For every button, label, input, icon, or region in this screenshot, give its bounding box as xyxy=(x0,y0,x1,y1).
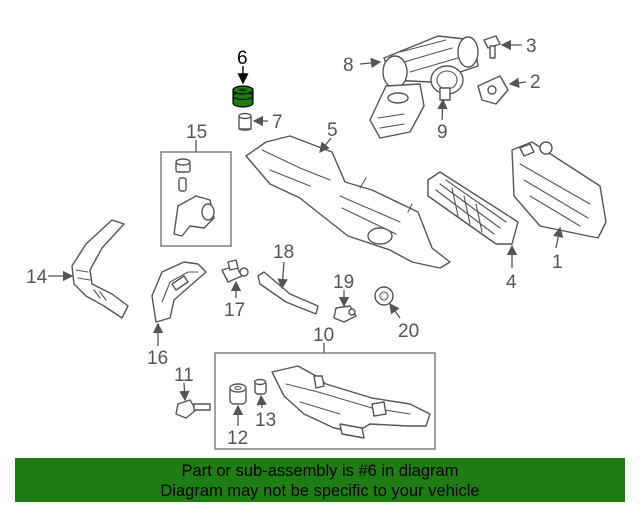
banner-line-2: Diagram may not be specific to your vehi… xyxy=(160,482,480,500)
callout-1: 1 xyxy=(552,252,563,273)
callout-4: 4 xyxy=(506,272,517,293)
leader-lines xyxy=(48,39,564,426)
part-3-bolt[interactable] xyxy=(483,35,501,59)
parts-diagram: 1 2 3 4 5 6 7 8 9 10 11 12 13 14 15 16 1… xyxy=(26,35,607,450)
callout-11: 11 xyxy=(174,365,194,386)
part-6-grommet[interactable] xyxy=(232,85,254,108)
part-2-sensor[interactable] xyxy=(477,75,509,105)
callout-7: 7 xyxy=(272,112,283,133)
part-18-hose[interactable] xyxy=(257,271,319,315)
callout-5: 5 xyxy=(327,120,338,141)
part-20-grommet[interactable] xyxy=(374,286,394,306)
part-14-hose[interactable] xyxy=(71,219,129,319)
callout-14: 14 xyxy=(26,267,48,288)
part-10-intake-duct[interactable] xyxy=(271,365,431,439)
part-11-bolt[interactable] xyxy=(175,399,211,419)
info-banner: Part or sub-assembly is #6 in diagram Di… xyxy=(15,458,625,502)
callout-2: 2 xyxy=(530,72,541,93)
callout-16: 16 xyxy=(147,348,168,369)
callout-17: 17 xyxy=(224,300,245,321)
callout-20: 20 xyxy=(398,321,419,342)
callout-8: 8 xyxy=(343,55,354,76)
part-13-sleeve[interactable] xyxy=(253,378,267,395)
part-17-fitting[interactable] xyxy=(221,259,249,283)
part-12-bushing[interactable] xyxy=(229,383,247,405)
callout-12: 12 xyxy=(227,428,248,449)
part-8-intake-housing[interactable] xyxy=(369,35,479,139)
callout-15: 15 xyxy=(186,122,207,143)
callout-13: 13 xyxy=(255,410,276,431)
part-5-air-box-upper[interactable] xyxy=(245,135,451,269)
part-1-air-box-lower[interactable] xyxy=(511,141,607,239)
assembly-box-10 xyxy=(214,352,436,450)
callout-19: 19 xyxy=(333,272,354,293)
callout-10: 10 xyxy=(313,325,334,346)
banner-line-1: Part or sub-assembly is #6 in diagram xyxy=(181,462,459,480)
part-15-valve-assembly[interactable] xyxy=(173,158,215,237)
callout-labels: 1 2 3 4 5 6 7 8 9 10 11 12 13 14 15 16 1… xyxy=(26,36,563,449)
part-7-bushing[interactable] xyxy=(238,112,252,132)
part-19-elbow[interactable] xyxy=(333,305,357,323)
callout-6: 6 xyxy=(237,48,248,69)
callout-3: 3 xyxy=(526,36,537,57)
part-9-clamp[interactable] xyxy=(430,65,464,101)
callout-9: 9 xyxy=(437,122,448,143)
callout-18: 18 xyxy=(273,242,294,263)
part-16-hose-loop[interactable] xyxy=(151,261,207,323)
part-4-air-filter[interactable] xyxy=(427,171,519,245)
